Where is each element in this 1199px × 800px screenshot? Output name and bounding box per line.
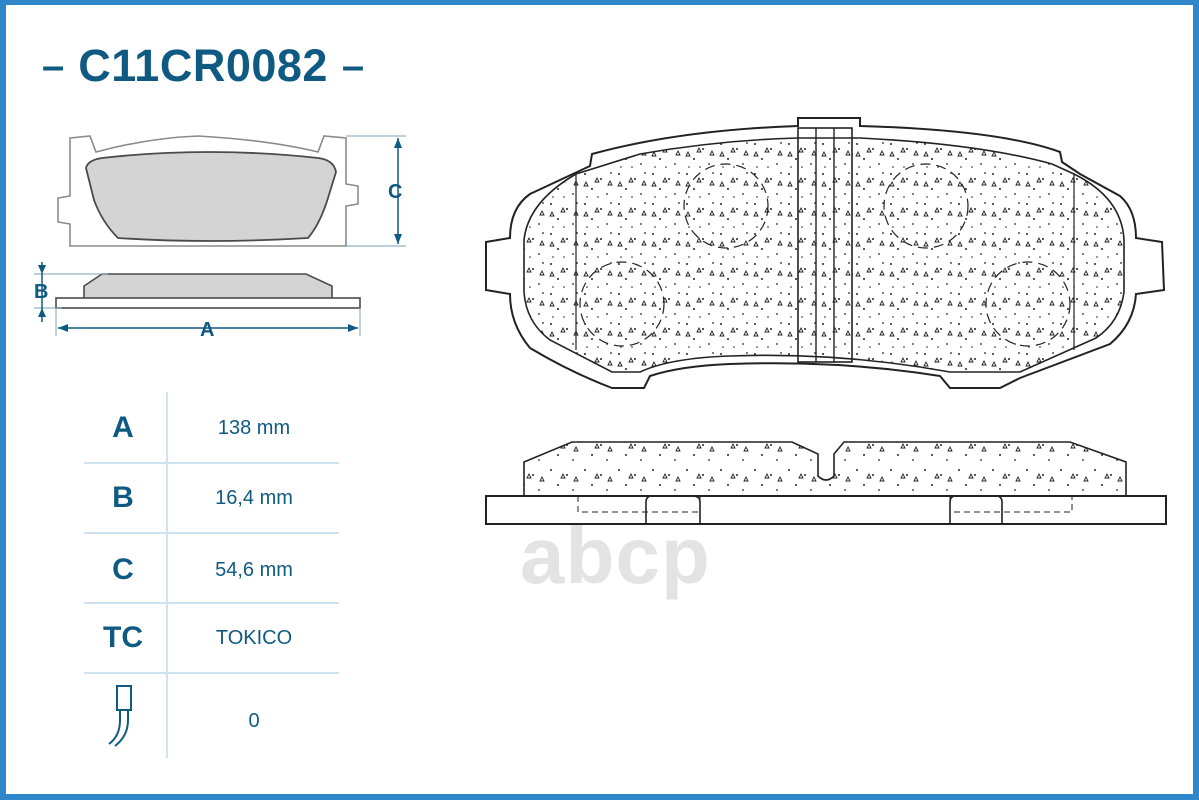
spec-key: C xyxy=(112,553,134,586)
spec-key: TC xyxy=(103,621,143,654)
product-title: – C11CR0082 – xyxy=(42,38,364,94)
piston-circle xyxy=(883,163,969,249)
watermark-logo: abcp xyxy=(520,511,711,600)
part-number: C11CR0082 xyxy=(78,40,328,91)
dimension-c-label: C xyxy=(388,181,402,203)
spec-row-a: A 138 mm xyxy=(80,406,342,450)
spec-value: 54,6 mm xyxy=(215,558,293,581)
backing-plate-side xyxy=(485,495,1167,525)
table-divider xyxy=(84,462,339,464)
dimension-diagram: C B A xyxy=(34,135,406,341)
brake-pad-side-view xyxy=(485,441,1167,525)
spec-row-sensor: 0 xyxy=(80,684,342,758)
pad-top-view xyxy=(85,151,337,242)
friction-material xyxy=(523,137,1125,373)
spec-key xyxy=(80,684,166,758)
brake-pad-front-view xyxy=(485,117,1166,389)
table-divider xyxy=(84,602,339,604)
spec-row-c: C 54,6 mm xyxy=(80,548,342,592)
spec-value: 16,4 mm xyxy=(215,486,293,509)
table-divider xyxy=(84,672,339,674)
title-dash-left: – xyxy=(42,44,65,88)
plate-side-view xyxy=(55,297,361,309)
spec-row-tc: TC TOKICO xyxy=(80,616,342,660)
spec-key: A xyxy=(112,411,134,444)
piston-circle xyxy=(579,261,665,347)
title-dash-right: – xyxy=(341,44,365,88)
table-divider xyxy=(84,532,339,534)
table-vertical-divider xyxy=(166,392,168,758)
pad-side-view xyxy=(83,273,333,301)
dimension-a-label: A xyxy=(200,319,214,341)
center-slot xyxy=(797,127,853,363)
piston-circle xyxy=(683,163,769,249)
dimension-b-label: B xyxy=(34,281,48,303)
spec-row-b: B 16,4 mm xyxy=(80,476,342,520)
spec-value: TOKICO xyxy=(215,626,293,649)
spec-key: B xyxy=(112,481,134,514)
piston-circle xyxy=(985,261,1071,347)
wear-sensor-icon xyxy=(108,685,132,747)
spec-value: 138 mm xyxy=(217,416,291,439)
friction-side-profile xyxy=(523,441,1127,497)
spec-value: 0 xyxy=(248,709,260,732)
